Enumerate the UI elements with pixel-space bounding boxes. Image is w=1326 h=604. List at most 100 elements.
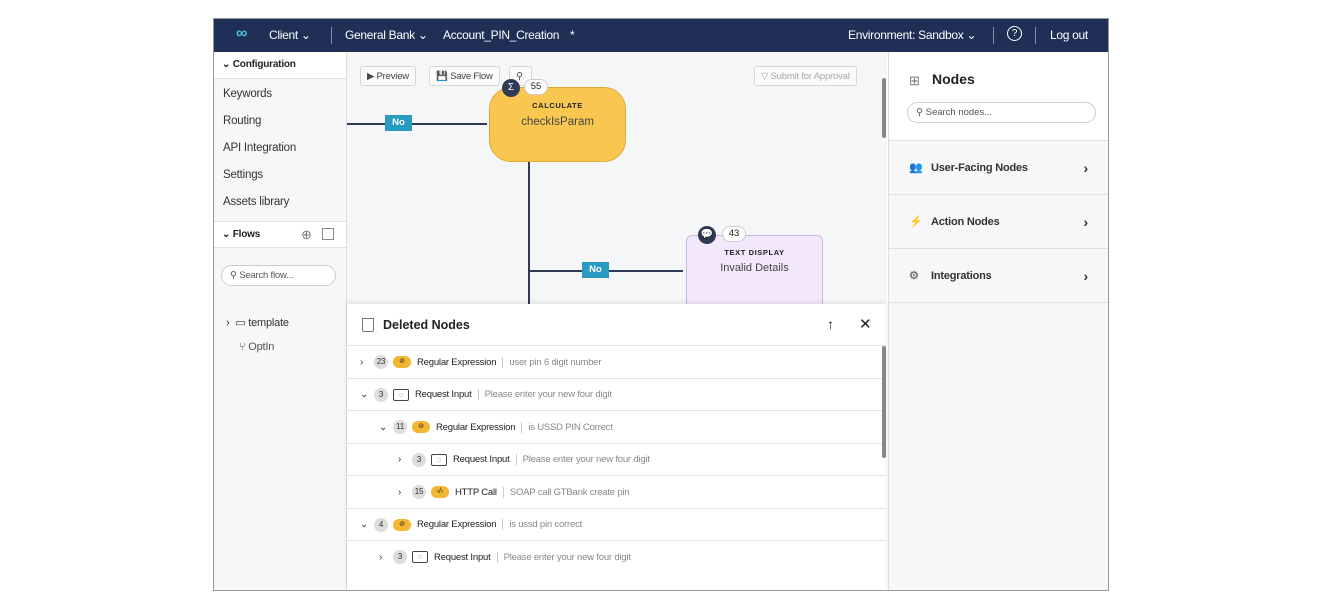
deleted-node-row[interactable]: › 3 ◌ Request Input Please enter your new fo… (347, 442, 886, 476)
code-icon: ‹/› (431, 486, 449, 498)
chevron-right-icon: › (1083, 159, 1089, 176)
deleted-node-row[interactable]: ⌄ 3 ◌ Request Input Please enter your new fo… (347, 377, 886, 411)
chevron-right-icon[interactable]: › (398, 454, 402, 465)
deleted-node-row[interactable]: ⌄ 11 ⊘ Regular Expression is USSD PIN Correc… (347, 410, 886, 443)
folder-icon: ▭ (235, 317, 246, 329)
sidebar-item-settings[interactable]: Settings (223, 169, 263, 181)
help-icon[interactable]: ? (1007, 26, 1022, 41)
users-icon: 👥 (909, 162, 923, 174)
trash-icon (362, 318, 374, 332)
sidebar-item-keywords[interactable]: Keywords (223, 88, 272, 100)
node-description: Please enter your new four digit (522, 454, 650, 465)
count-badge: 3 (393, 550, 407, 564)
tree-item-optin[interactable]: ⑂ OptIn (239, 341, 275, 353)
lightning-icon: ⚡ (909, 216, 923, 228)
chevron-right-icon: › (1083, 267, 1089, 284)
deleted-nodes-title: Deleted Nodes (383, 318, 470, 332)
flows-section[interactable]: ⌄ Flows ⊕ (214, 221, 346, 248)
count-badge: 3 (374, 387, 388, 402)
count-badge: 3 (412, 452, 426, 467)
search-icon: ⚲ (230, 270, 237, 281)
node-description: Please enter your new four digit (484, 389, 612, 400)
sidebar-item-assets-library[interactable]: Assets library (223, 196, 290, 208)
message-icon: 💬 (698, 226, 716, 244)
nodes-icon: ⊞ (909, 73, 920, 88)
search-icon: ⚲ (916, 107, 923, 118)
category-integrations[interactable]: ⚙Integrations› (889, 249, 1108, 303)
top-bar: ∞ Client ⌄ General Bank ⌄ Account_PIN_Cr… (214, 19, 1108, 52)
preview-button[interactable]: ▶ Preview (360, 66, 416, 86)
edge-label[interactable]: No (385, 115, 412, 131)
search-nodes-input[interactable]: ⚲ Search nodes... (907, 102, 1096, 123)
chevron-right-icon[interactable]: › (360, 356, 364, 368)
bank-dropdown[interactable]: General Bank ⌄ (345, 28, 428, 42)
save-flow-button[interactable]: 💾 Save Flow (429, 66, 500, 86)
request-input-icon: ◌ (431, 453, 447, 466)
environment-dropdown[interactable]: Environment: Sandbox ⌄ (848, 28, 977, 42)
regex-icon: ⊘ (393, 356, 411, 368)
nodes-panel: ⊞ Nodes ⚲ Search nodes... 👥User-Facing N… (888, 52, 1108, 590)
edge-label[interactable]: No (582, 262, 609, 278)
flow-name: Account_PIN_Creation (443, 28, 560, 42)
scrollbar[interactable] (882, 346, 886, 458)
logo-icon: ∞ (236, 25, 248, 42)
sidebar-item-routing[interactable]: Routing (223, 115, 262, 127)
category-action-nodes[interactable]: ⚡Action Nodes› (889, 195, 1108, 249)
search-flow-input[interactable]: ⚲ Search flow... (221, 265, 336, 286)
gear-icon: ⚙ (909, 270, 919, 282)
node-type: HTTP Call (455, 486, 504, 498)
deleted-node-row[interactable]: › 3 ◌ Request Input Please enter your new fo… (347, 540, 886, 573)
branch-icon: ⑂ (239, 341, 246, 353)
node-type: Request Input (434, 551, 498, 563)
tree-item-template[interactable]: › ▭ template (226, 317, 289, 329)
flow-canvas[interactable]: ▶ Preview 💾 Save Flow ⚲ ▽ Submit for App… (347, 52, 887, 590)
node-type: Regular Expression (417, 356, 504, 368)
deleted-nodes-panel: Deleted Nodes ↑ ✕ › 23 ⊘ Regular Expression… (347, 304, 886, 590)
app-window: ∞ Client ⌄ General Bank ⌄ Account_PIN_Cr… (213, 18, 1109, 591)
logout-button[interactable]: Log out (1050, 28, 1088, 42)
category-user-facing-nodes[interactable]: 👥User-Facing Nodes› (889, 141, 1108, 195)
node-description: is ussd pin correct (509, 519, 583, 530)
close-button[interactable]: ✕ (859, 316, 872, 333)
node-description: user pin 6 digit number (509, 356, 602, 368)
node-description: is USSD PIN Correct (528, 421, 613, 433)
node-count-badge: 43 (722, 226, 746, 242)
chevron-right-icon: › (1083, 213, 1089, 230)
count-badge: 4 (374, 517, 388, 532)
node-type: Request Input (453, 454, 517, 465)
chevron-right-icon[interactable]: › (398, 486, 402, 498)
node-description: Please enter your new four digit (503, 551, 631, 563)
deleted-node-row[interactable]: › 23 ⊘ Regular Expression user pin 6 digit n… (347, 345, 886, 378)
count-badge: 15 (412, 485, 426, 499)
nodes-title: Nodes (932, 71, 975, 87)
configuration-section[interactable]: ⌄ Configuration (214, 52, 346, 79)
scrollbar[interactable] (882, 78, 886, 138)
chevron-down-icon[interactable]: ⌄ (360, 389, 369, 400)
node-type: Regular Expression (436, 421, 523, 433)
chevron-down-icon[interactable]: ⌄ (360, 519, 369, 530)
edge (528, 162, 530, 304)
collapse-up-button[interactable]: ↑ (827, 316, 834, 332)
node-count-badge: 55 (524, 79, 548, 95)
client-dropdown[interactable]: Client ⌄ (269, 28, 311, 42)
request-input-icon: ◌ (412, 551, 428, 563)
request-input-icon: ◌ (393, 388, 409, 401)
chevron-down-icon[interactable]: ⌄ (379, 421, 388, 433)
regex-icon: ⊘ (412, 421, 430, 433)
text-display-node[interactable]: TEXT DISPLAY Invalid Details (686, 235, 823, 315)
chevron-right-icon[interactable]: › (379, 551, 383, 563)
add-flow-icon[interactable]: ⊕ (301, 227, 312, 242)
left-sidebar: ⌄ Configuration Keywords Routing API Int… (214, 52, 347, 590)
count-badge: 23 (374, 355, 388, 369)
sidebar-item-api-integration[interactable]: API Integration (223, 142, 297, 154)
layout-icon[interactable] (322, 228, 334, 240)
node-type: Regular Expression (417, 519, 504, 530)
calculate-node[interactable]: CALCULATE checkIsParam (489, 87, 626, 162)
node-type: Request Input (415, 389, 479, 400)
submit-approval-button[interactable]: ▽ Submit for Approval (754, 66, 857, 86)
sigma-icon: Σ (502, 79, 520, 97)
edge (347, 123, 487, 125)
count-badge: 11 (393, 420, 407, 434)
